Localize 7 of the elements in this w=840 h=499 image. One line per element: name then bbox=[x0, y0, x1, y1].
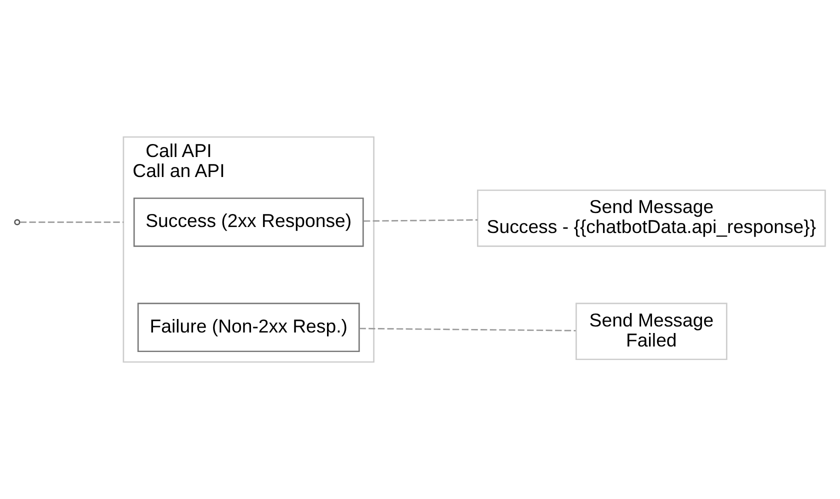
connector bbox=[359, 328, 576, 332]
connector bbox=[20, 222, 124, 223]
node-box: Send Message Success - {{chatbotData.api_response}} bbox=[477, 190, 826, 247]
node-box: Send Message Failed bbox=[576, 302, 728, 360]
node-box: Failure (Non-2xx Resp.) bbox=[137, 302, 360, 352]
node-box: Success (2xx Response) bbox=[133, 198, 364, 247]
connector bbox=[364, 219, 478, 222]
